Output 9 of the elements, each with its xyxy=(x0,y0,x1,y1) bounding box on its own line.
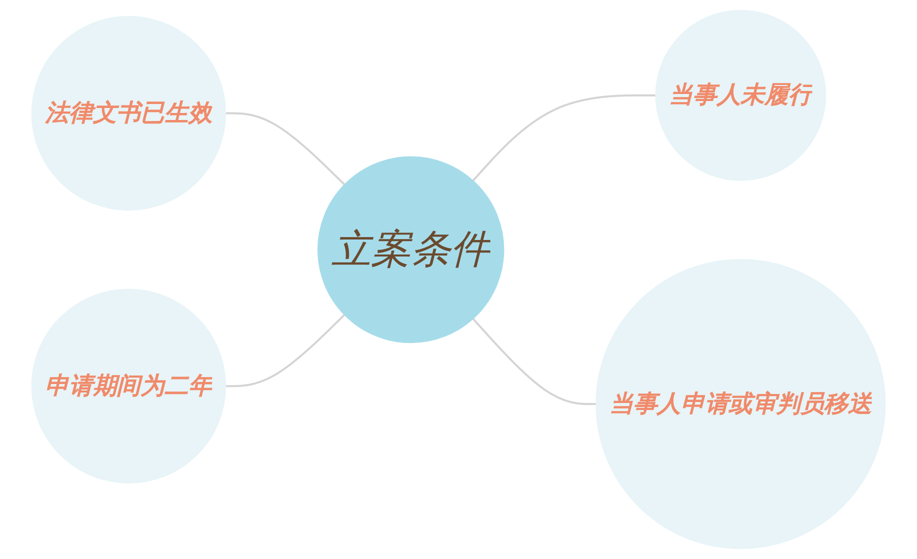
node-circle: 法律文书已生效 xyxy=(31,16,226,211)
node-circle: 当事人申请或审判员移送 xyxy=(596,258,886,550)
node-circle: 申请期间为二年 xyxy=(31,288,226,484)
connector xyxy=(472,94,656,182)
connector xyxy=(472,318,596,405)
connector xyxy=(225,112,346,186)
node-circle: 立案条件 xyxy=(317,156,504,344)
connector xyxy=(225,314,346,388)
node-circle: 当事人未履行 xyxy=(655,10,826,181)
